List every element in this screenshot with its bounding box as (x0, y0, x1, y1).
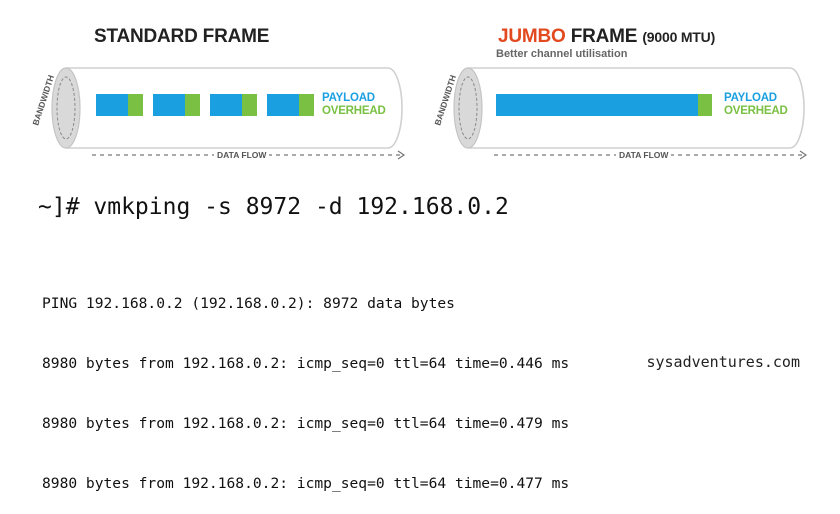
payload-segment (153, 94, 185, 116)
jumbo-data-flow-label: DATA FLOW (616, 150, 672, 160)
jumbo-frame-panel: JUMBO FRAME (9000 MTU) Better channel ut… (430, 18, 830, 178)
standard-data-flow-label: DATA FLOW (214, 150, 270, 160)
overhead-segment (242, 94, 257, 116)
jumbo-pipe-diagram: BANDWIDTH (432, 67, 805, 149)
overhead-segment (128, 94, 143, 116)
terminal-output-line: 8980 bytes from 192.168.0.2: icmp_seq=0 … (42, 475, 570, 492)
jumbo-packets (496, 94, 712, 116)
jumbo-pipe-cap-inner (458, 76, 478, 140)
payload-segment (267, 94, 299, 116)
standard-frame-panel: STANDARD FRAME BANDWIDTH PAYLOAD OVERHEA… (26, 18, 426, 178)
overhead-segment (185, 94, 200, 116)
standard-packets (96, 94, 314, 116)
jumbo-data-flow: DATA FLOW (494, 148, 814, 162)
terminal-output-line: 8980 bytes from 192.168.0.2: icmp_seq=0 … (42, 415, 570, 432)
jumbo-title-accent: JUMBO (498, 26, 566, 47)
jumbo-payload-label: PAYLOAD (724, 92, 777, 104)
standard-payload-label: PAYLOAD (322, 92, 375, 104)
jumbo-overhead-label: OVERHEAD (724, 105, 788, 117)
terminal-output-line: 8980 bytes from 192.168.0.2: icmp_seq=0 … (42, 355, 570, 372)
jumbo-subtitle: Better channel utilisation (496, 48, 628, 60)
payload-segment (496, 94, 698, 116)
payload-segment (96, 94, 128, 116)
terminal-output: PING 192.168.0.2 (192.168.0.2): 8972 dat… (42, 254, 569, 514)
overhead-segment (698, 94, 712, 116)
jumbo-title-mtu: (9000 MTU) (642, 29, 716, 45)
terminal-output-line: PING 192.168.0.2 (192.168.0.2): 8972 dat… (42, 295, 455, 312)
standard-pipe-cap-inner (56, 76, 76, 140)
standard-data-flow: DATA FLOW (92, 148, 412, 162)
jumbo-frame-title: JUMBO FRAME (9000 MTU) (498, 26, 715, 48)
payload-segment (210, 94, 242, 116)
standard-overhead-label: OVERHEAD (322, 105, 386, 117)
standard-pipe-diagram: BANDWIDTH (30, 67, 403, 149)
standard-frame-title-text: STANDARD FRAME (94, 26, 270, 47)
watermark: sysadventures.com (646, 353, 800, 371)
standard-frame-title: STANDARD FRAME (94, 26, 269, 48)
jumbo-title-rest: FRAME (565, 26, 643, 47)
overhead-segment (299, 94, 314, 116)
terminal-command: ~]# vmkping -s 8972 -d 192.168.0.2 (38, 194, 509, 220)
standard-pipe-cap (51, 67, 81, 149)
jumbo-pipe-cap (453, 67, 483, 149)
